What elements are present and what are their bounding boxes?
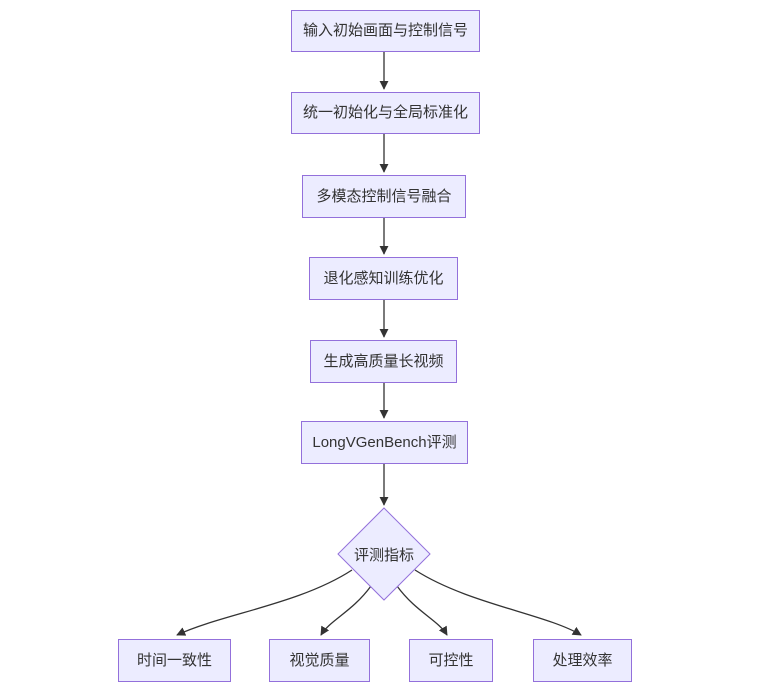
flow-node-degradation-training-label: 退化感知训练优化 (323, 269, 444, 287)
edge-metrics-temporal (176, 569, 353, 636)
flow-node-longvgenbench-label: LongVGenBench评测 (312, 433, 457, 451)
flow-node-input-signal: 输入初始画面与控制信号 (291, 10, 480, 52)
flow-node-temporal-consistency: 时间一致性 (118, 639, 231, 682)
flow-node-degradation-training: 退化感知训练优化 (309, 257, 458, 300)
flow-node-generate-video-label: 生成高质量长视频 (323, 352, 444, 370)
flow-node-multimodal-fusion-label: 多模态控制信号融合 (316, 187, 452, 205)
decision-diamond-shape (337, 507, 431, 601)
flow-node-generate-video: 生成高质量长视频 (310, 340, 457, 383)
edge-metrics-efficiency (414, 569, 582, 636)
flow-node-controllability-label: 可控性 (428, 651, 474, 669)
flow-node-processing-efficiency: 处理效率 (533, 639, 632, 682)
flow-node-controllability: 可控性 (409, 639, 493, 682)
flow-node-visual-quality-label: 视觉质量 (289, 651, 350, 669)
edge-metrics-control (396, 585, 448, 636)
flow-node-longvgenbench: LongVGenBench评测 (301, 421, 468, 464)
flow-node-multimodal-fusion: 多模态控制信号融合 (302, 175, 466, 218)
flow-node-input-signal-label: 输入初始画面与控制信号 (302, 22, 468, 39)
flow-node-temporal-consistency-label: 时间一致性 (136, 651, 212, 669)
flow-node-unified-init: 统一初始化与全局标准化 (291, 92, 480, 134)
flow-node-processing-efficiency-label: 处理效率 (552, 651, 613, 669)
flow-node-unified-init-label: 统一初始化与全局标准化 (302, 104, 468, 121)
flow-node-visual-quality: 视觉质量 (269, 639, 370, 682)
edge-metrics-visual (320, 585, 372, 636)
